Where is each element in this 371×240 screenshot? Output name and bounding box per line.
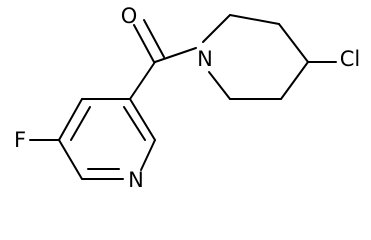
molecule-structure: O N Cl F N	[14, 4, 361, 192]
fluorine-label: F	[14, 128, 26, 152]
bond-carbonyl-double-a	[133, 24, 155, 63]
bond-py-c4-to-c5-a	[58, 98, 83, 141]
bond-c4-to-c5	[280, 61, 309, 100]
bond-carbonyl-to-pyridine	[129, 61, 156, 100]
bond-py-c4-to-c5-b	[70, 106, 91, 141]
bond-n-to-c2	[202, 14, 231, 43]
chlorine-label: Cl	[340, 47, 361, 71]
bond-py-c2-to-c3-a	[129, 98, 156, 141]
oxygen-label: O	[121, 4, 138, 28]
bond-py-c5-to-c6	[58, 139, 83, 180]
amide-nitrogen-label: N	[197, 47, 213, 71]
pyridine-nitrogen-label: N	[128, 168, 144, 192]
bond-py-c2-to-c3-b	[123, 106, 146, 141]
bond-carbonyl-double-b	[143, 19, 165, 58]
bond-c3-to-c4	[278, 23, 309, 63]
bond-py-n-to-c2	[140, 139, 156, 171]
bond-carbonyl-c-to-amide-n	[154, 47, 197, 63]
bond-c2-to-c3	[229, 14, 280, 25]
bond-c6-to-n	[208, 71, 231, 100]
